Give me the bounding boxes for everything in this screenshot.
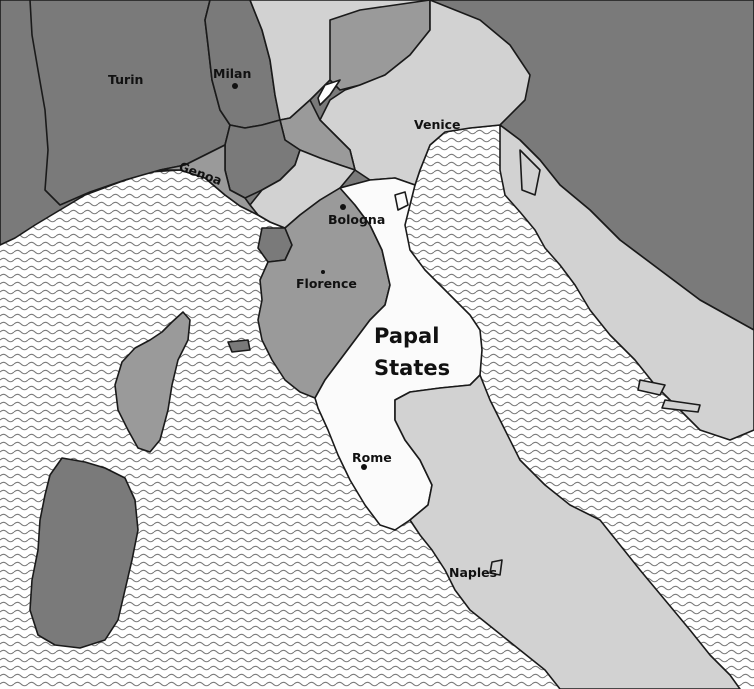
region-genoa (159, 144, 259, 216)
island-dalmatian-1 (637, 379, 666, 396)
city-label-naples: Naples (449, 565, 497, 580)
island-corsica (114, 311, 191, 453)
city-dot-milan (232, 83, 238, 89)
lake-garda (317, 79, 341, 106)
region-label-papal-states-line1: Papal (374, 324, 439, 348)
island-capri (489, 559, 503, 576)
city-label-bologna: Bologna (328, 212, 385, 227)
city-label-florence: Florence (296, 276, 357, 291)
city-dot-florence (321, 270, 325, 274)
city-label-rome: Rome (352, 450, 392, 465)
island-krk (519, 149, 541, 196)
region-naples (394, 374, 741, 689)
lake-trasimeno (394, 191, 409, 211)
island-elba (227, 339, 251, 353)
city-dot-bologna (340, 204, 346, 210)
region-label-papal-states-line2: States (374, 356, 450, 380)
city-label-milan: Milan (213, 66, 251, 81)
island-sardinia (29, 457, 139, 649)
island-dalmatian-2 (661, 399, 701, 413)
city-label-venice: Venice (414, 117, 461, 132)
city-label-turin: Turin (108, 72, 143, 87)
city-dot-rome (361, 464, 367, 470)
